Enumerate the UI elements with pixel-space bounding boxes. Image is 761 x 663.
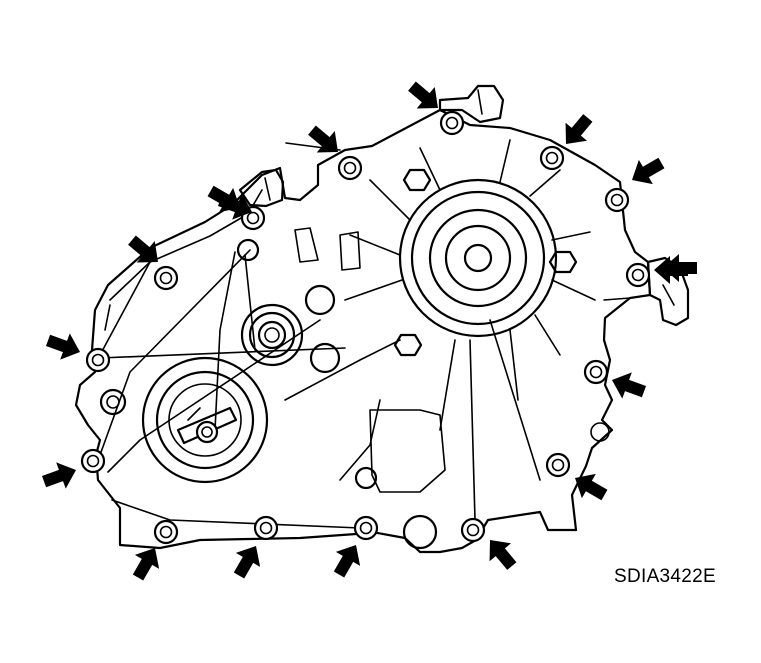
bolt <box>625 262 651 288</box>
bolt <box>353 515 379 541</box>
callout-arrow <box>45 333 80 360</box>
bolt <box>153 519 179 545</box>
callout-arrow <box>217 193 252 220</box>
bolt <box>195 420 219 444</box>
left-bracket <box>238 168 285 208</box>
input-hub <box>141 356 269 484</box>
callout-arrow <box>308 125 338 153</box>
callout-arrow <box>128 235 158 263</box>
flange-bolts <box>80 110 651 545</box>
callout-arrow <box>408 81 438 109</box>
bolt <box>583 359 609 385</box>
callout-arrow <box>489 540 517 570</box>
callout-arrow <box>565 114 593 144</box>
shaft-seal <box>240 303 304 367</box>
top-bracket <box>438 84 505 124</box>
case-outline <box>74 108 652 554</box>
callout-arrows <box>41 81 697 581</box>
callout-arrow <box>333 545 361 578</box>
callout-arrow <box>132 548 160 581</box>
inner-nuts <box>393 168 578 357</box>
callout-arrow <box>612 372 647 399</box>
callout-arrow <box>575 473 608 501</box>
bolt <box>545 452 571 478</box>
bolt <box>80 448 106 474</box>
output-housing <box>344 139 596 401</box>
bolt <box>439 110 465 136</box>
callout-arrow <box>632 157 665 185</box>
bosses <box>99 238 610 550</box>
callout-arrow <box>663 254 697 282</box>
bolt <box>539 145 565 171</box>
callout-arrow <box>41 462 76 489</box>
bolt <box>85 347 111 373</box>
bolt <box>460 517 486 543</box>
internal-ribs <box>99 249 541 529</box>
callout-arrow <box>233 546 261 579</box>
bolt <box>604 187 630 213</box>
lower-pads <box>294 227 446 493</box>
bolt <box>153 265 179 291</box>
bolt <box>337 155 363 181</box>
figure-id-label: SDIA3422E <box>614 566 716 587</box>
bolt <box>253 515 279 541</box>
